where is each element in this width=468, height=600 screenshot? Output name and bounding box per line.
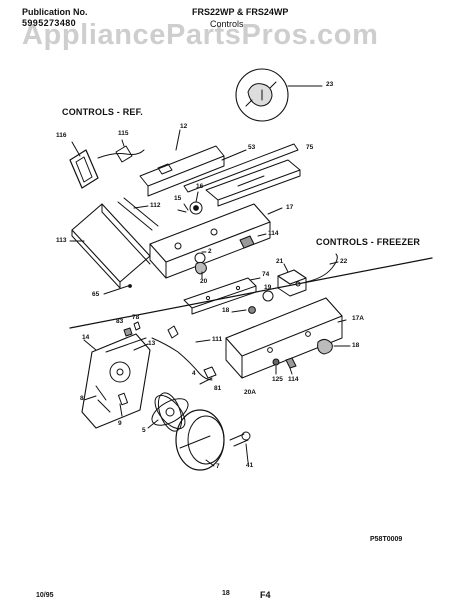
knob-20: [195, 261, 207, 275]
callout-114-lower: 114: [288, 376, 299, 383]
channel-113: [69, 203, 151, 289]
model-line: FRS22WP & FRS24WP: [192, 7, 289, 17]
callout-2: 2: [208, 248, 212, 255]
callout-115: 115: [118, 130, 129, 137]
section-divider: [69, 257, 433, 329]
tube-112: [117, 197, 159, 231]
callout-116: 116: [56, 132, 67, 139]
socket-19: [262, 290, 274, 302]
callout-17A: 17A: [352, 315, 364, 322]
plate-74: [183, 277, 261, 315]
section-title-controls-ref: CONTROLS - REF.: [62, 107, 143, 117]
clip-83: [123, 327, 133, 337]
screw-41: [229, 431, 251, 463]
callout-13: 13: [148, 340, 156, 347]
callout-18-freezer: 18: [352, 342, 360, 349]
callout-125: 125: [272, 376, 283, 383]
diagram-subtitle: Controls: [210, 19, 244, 29]
knob-114-lower: [285, 357, 297, 369]
callout-53: 53: [248, 144, 256, 151]
callout-75: 75: [306, 144, 314, 151]
cover-75: [205, 159, 301, 207]
callout-81: 81: [214, 385, 222, 392]
callout-7: 7: [216, 463, 220, 470]
watermark: AppliancePartsPros.com: [22, 19, 379, 51]
knob-2: [194, 252, 206, 264]
thermostat-23: [235, 68, 323, 122]
control-housing-12: [139, 129, 225, 197]
callout-9: 9: [118, 420, 122, 427]
knob-114-upper: [239, 233, 267, 249]
clip-78: [133, 321, 141, 331]
callout-16: 16: [196, 183, 204, 190]
callout-113: 113: [56, 237, 67, 244]
section-title-controls-freezer: CONTROLS - FREEZER: [316, 237, 421, 247]
fan-motor-7: [175, 409, 225, 471]
callout-19: 19: [264, 284, 272, 291]
callout-78: 78: [132, 314, 140, 321]
callout-4: 4: [192, 370, 196, 377]
callout-15: 15: [174, 195, 182, 202]
knob-18-freezer: [317, 338, 333, 355]
callout-20: 20: [200, 278, 208, 285]
callout-111: 111: [212, 336, 223, 343]
callout-23: 23: [326, 81, 334, 88]
footer-page-number: 18: [222, 590, 230, 597]
sensor-box-116: [69, 141, 99, 189]
freezer-switch-21: [277, 263, 307, 297]
callout-14: 14: [82, 334, 90, 341]
fan-bracket-assembly: [81, 333, 151, 429]
wire-harness-115: [97, 149, 145, 159]
callout-8: 8: [80, 395, 84, 402]
callout-41: 41: [246, 462, 254, 469]
callout-65: 65: [92, 291, 100, 298]
footer-page-code: F4: [260, 590, 271, 600]
callout-114-upper: 114: [268, 230, 279, 237]
footer-date: 10/95: [36, 592, 54, 599]
callout-74: 74: [262, 271, 270, 278]
callout-112: 112: [150, 202, 161, 209]
fan-blade-5: [147, 392, 189, 432]
harness-111: [151, 337, 213, 381]
callout-17: 17: [286, 204, 294, 211]
diagram-code: P58T0009: [370, 536, 403, 543]
callout-21: 21: [276, 258, 284, 265]
control-box-17: [149, 203, 283, 279]
callout-22: 22: [340, 258, 348, 265]
callout-18-upper: 18: [222, 307, 230, 314]
callout-12: 12: [180, 123, 188, 130]
nut-18-upper: [248, 306, 256, 314]
part-125: [272, 358, 280, 366]
rail-53: [183, 143, 299, 193]
capillary-22: [305, 253, 338, 283]
callout-83: 83: [116, 318, 124, 325]
callout-5: 5: [142, 427, 146, 434]
publication-label: Publication No.: [22, 7, 88, 17]
callout-20A: 20A: [244, 389, 256, 396]
publication-number: 5995273480: [22, 18, 77, 28]
